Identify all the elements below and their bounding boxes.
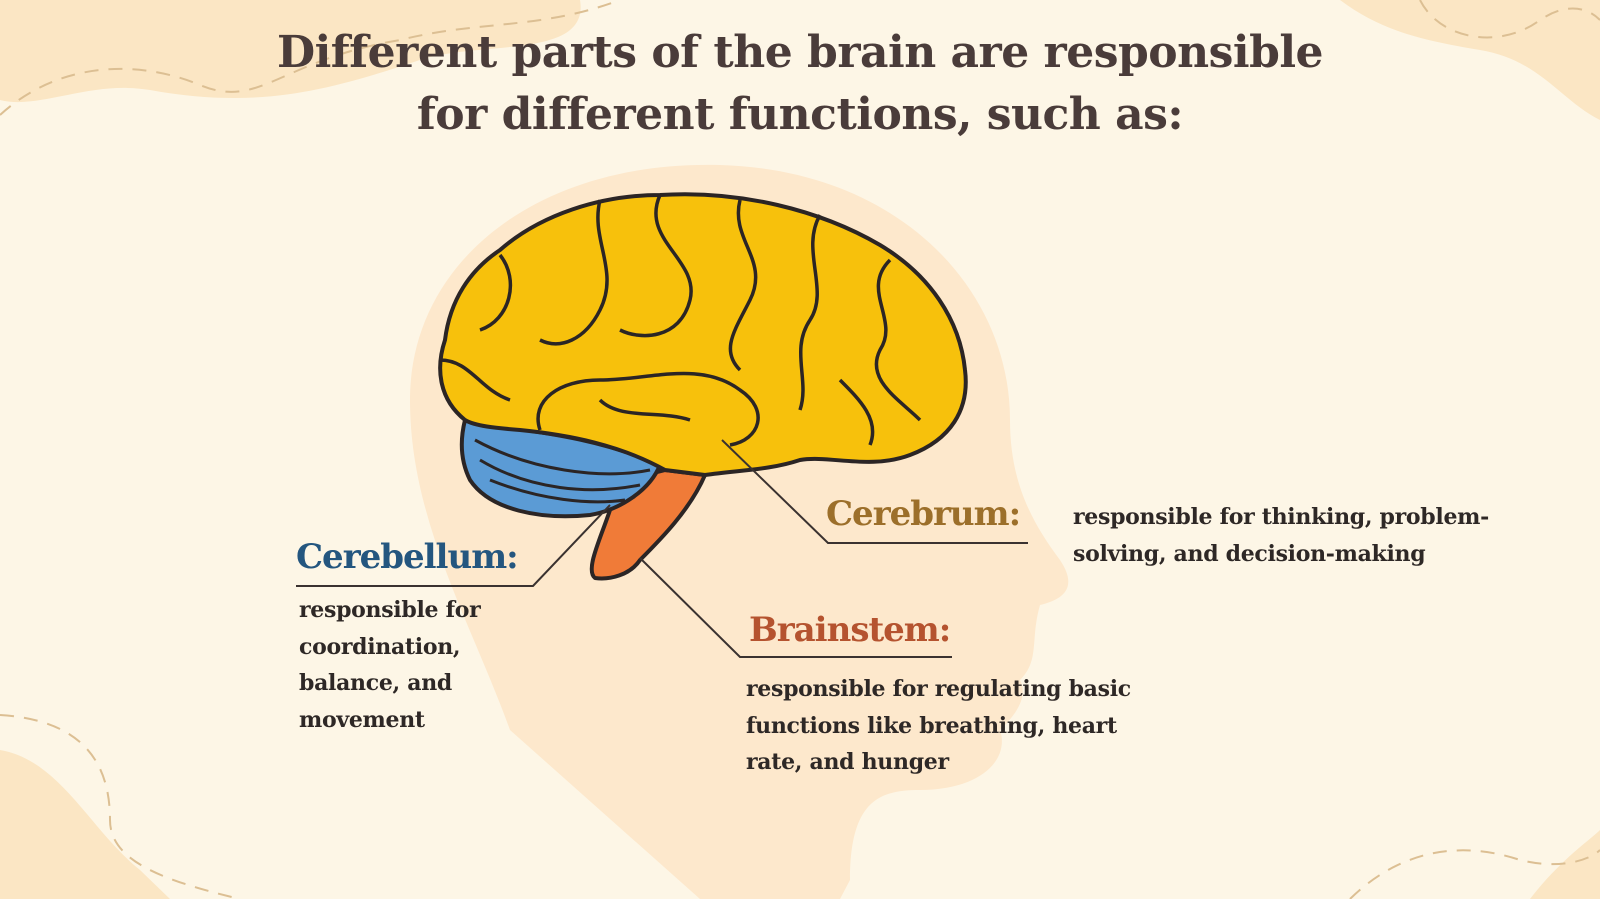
cerebrum-shape — [438, 192, 968, 477]
cerebrum-leader-line — [721, 439, 1028, 544]
cerebellum-label: Cerebellum: — [296, 537, 519, 577]
top-right-dashes — [1419, 0, 1600, 39]
leader-lines — [296, 439, 1028, 658]
cerebrum-gyri — [439, 194, 922, 447]
brainstem-label: Brainstem: — [749, 610, 951, 650]
title-line-2: for different functions, such as: — [416, 89, 1184, 140]
brainstem-description: responsible for regulating basic functio… — [746, 676, 1131, 775]
top-left-dashes — [0, 0, 621, 116]
cerebrum-label: Cerebrum: — [826, 494, 1021, 534]
bottom-left-dashes — [0, 714, 241, 899]
top-right-blob — [1340, 0, 1600, 120]
page-title: Different parts of the brain are respons… — [0, 22, 1600, 146]
cerebellum-folds — [474, 438, 651, 504]
brainstem-leader-line — [639, 557, 952, 658]
brain-illustration — [438, 192, 968, 581]
bottom-right-blob — [1530, 830, 1600, 899]
bottom-right-dashes — [1349, 849, 1600, 899]
title-line-1: Different parts of the brain are respons… — [276, 27, 1324, 78]
bottom-left-blob — [0, 750, 170, 899]
top-left-blob — [0, 0, 581, 103]
cerebrum-description: responsible for thinking, problem-solvin… — [1073, 504, 1489, 567]
cerebellum-leader-line — [296, 504, 611, 587]
cerebellum-description: responsible for coordination, balance, a… — [299, 597, 481, 733]
